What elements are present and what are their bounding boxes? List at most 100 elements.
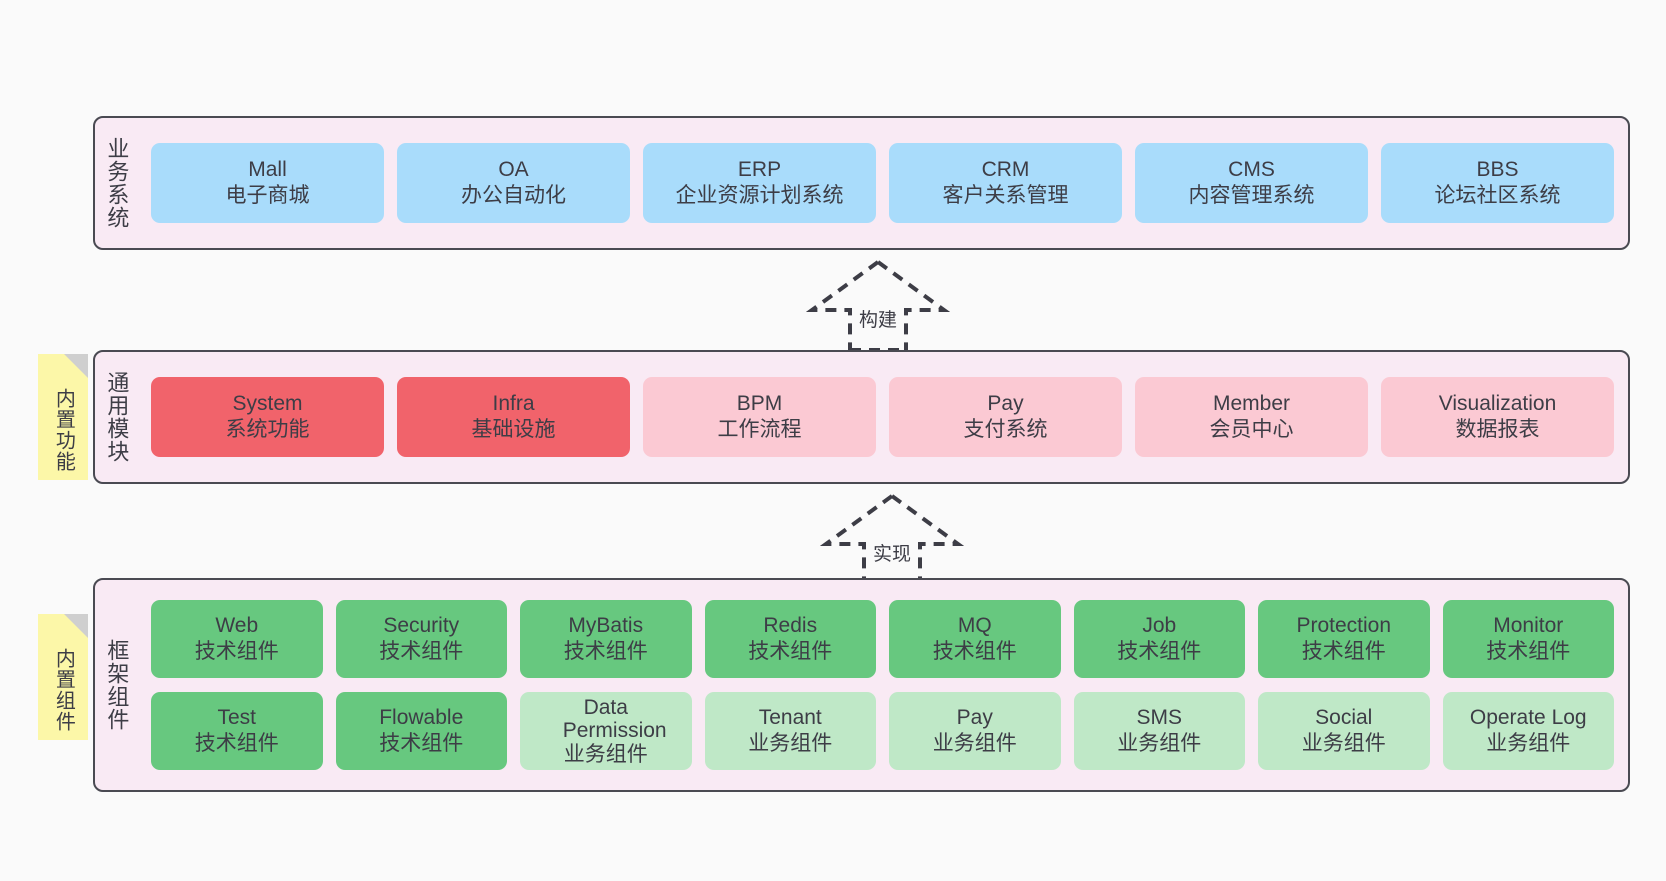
card-tenant[interactable]: Tenant 业务组件 — [704, 692, 876, 770]
card-title-en: OA — [498, 158, 529, 182]
sticky-fold-corner-icon — [64, 354, 88, 378]
sticky-note-label: 内置组件 — [52, 648, 75, 732]
card-title-en: MyBatis — [568, 614, 644, 638]
layer-business-systems: 业务系统 Mall 电子商城 OA 办公自动化 ERP 企业资源计划系统 CRM… — [93, 116, 1630, 250]
card-title-en: Tenant — [758, 706, 822, 730]
sticky-note-builtin-components: 内置组件 — [38, 614, 88, 740]
card-title-en: MQ — [957, 614, 992, 638]
card-bpm[interactable]: BPM 工作流程 — [643, 377, 876, 457]
card-title-cn: 论坛社区系统 — [1434, 184, 1561, 207]
layer-label-common-modules: 通用模块 — [104, 371, 130, 463]
layer-body-framework-components: Web 技术组件 Security 技术组件 MyBatis 技术组件 Redi… — [137, 580, 1628, 790]
card-mybatis[interactable]: MyBatis 技术组件 — [520, 600, 692, 678]
card-title-cn: 支付系统 — [963, 418, 1048, 441]
card-title-cn: 系统功能 — [225, 418, 310, 441]
card-title-en: Monitor — [1493, 614, 1564, 638]
card-row: Mall 电子商城 OA 办公自动化 ERP 企业资源计划系统 CRM 客户关系… — [151, 143, 1614, 223]
card-title-cn: 技术组件 — [932, 640, 1017, 663]
card-title-cn: 内容管理系统 — [1188, 184, 1315, 207]
card-protection[interactable]: Protection 技术组件 — [1258, 600, 1430, 678]
card-title-en: Web — [215, 614, 259, 638]
card-monitor[interactable]: Monitor 技术组件 — [1442, 600, 1614, 678]
card-title-en: Pay — [987, 392, 1024, 416]
card-title-en: Infra — [492, 392, 535, 416]
card-title-en: Data Permission — [562, 696, 667, 743]
sticky-note-builtin-features: 内置功能 — [38, 354, 88, 480]
card-title-en: Test — [217, 706, 256, 730]
layer-body-business-systems: Mall 电子商城 OA 办公自动化 ERP 企业资源计划系统 CRM 客户关系… — [137, 118, 1628, 248]
card-row: Test 技术组件 Flowable 技术组件 Data Permission … — [151, 692, 1614, 770]
card-title-en: Pay — [956, 706, 993, 730]
card-title-cn: 业务组件 — [1117, 732, 1202, 755]
card-title-en: Protection — [1296, 614, 1392, 638]
card-system[interactable]: System 系统功能 — [151, 377, 384, 457]
card-title-cn: 工作流程 — [717, 418, 802, 441]
card-sms[interactable]: SMS 业务组件 — [1073, 692, 1245, 770]
sticky-note-label: 内置功能 — [52, 388, 75, 472]
connector-build: 构建 — [798, 258, 958, 352]
card-title-cn: 业务组件 — [932, 732, 1017, 755]
card-pay-module[interactable]: Pay 支付系统 — [889, 377, 1122, 457]
layer-framework-components: 框架组件 Web 技术组件 Security 技术组件 MyBatis 技术组件… — [93, 578, 1630, 792]
card-title-en: System — [232, 392, 303, 416]
card-title-cn: 客户关系管理 — [942, 184, 1069, 207]
card-title-en: Social — [1315, 706, 1373, 730]
card-row: System 系统功能 Infra 基础设施 BPM 工作流程 Pay 支付系统… — [151, 377, 1614, 457]
card-title-cn: 技术组件 — [194, 640, 279, 663]
connector-label-implement: 实现 — [870, 539, 914, 566]
card-social[interactable]: Social 业务组件 — [1258, 692, 1430, 770]
card-oa[interactable]: OA 办公自动化 — [397, 143, 630, 223]
card-title-cn: 业务组件 — [1486, 732, 1571, 755]
card-erp[interactable]: ERP 企业资源计划系统 — [643, 143, 876, 223]
card-title-en: CMS — [1228, 158, 1275, 182]
card-title-cn: 业务组件 — [563, 742, 648, 766]
card-title-cn: 业务组件 — [748, 732, 833, 755]
card-title-en: SMS — [1136, 706, 1182, 730]
card-title-en: BPM — [736, 392, 783, 416]
card-row: Web 技术组件 Security 技术组件 MyBatis 技术组件 Redi… — [151, 600, 1614, 678]
card-title-en: Operate Log — [1469, 706, 1587, 730]
card-infra[interactable]: Infra 基础设施 — [397, 377, 630, 457]
layer-body-common-modules: System 系统功能 Infra 基础设施 BPM 工作流程 Pay 支付系统… — [137, 352, 1628, 482]
card-mq[interactable]: MQ 技术组件 — [889, 600, 1061, 678]
card-title-en: CRM — [981, 158, 1030, 182]
card-member[interactable]: Member 会员中心 — [1135, 377, 1368, 457]
sticky-fold-corner-icon — [64, 614, 88, 638]
card-title-cn: 技术组件 — [748, 640, 833, 663]
card-title-cn: 业务组件 — [1301, 732, 1386, 755]
layer-common-modules: 通用模块 System 系统功能 Infra 基础设施 BPM 工作流程 Pay… — [93, 350, 1630, 484]
card-title-cn: 技术组件 — [194, 732, 279, 755]
card-crm[interactable]: CRM 客户关系管理 — [889, 143, 1122, 223]
card-title-cn: 会员中心 — [1209, 418, 1294, 441]
card-title-en: Security — [383, 614, 460, 638]
card-title-en: Mall — [248, 158, 287, 182]
card-title-en: Redis — [763, 614, 818, 638]
card-security[interactable]: Security 技术组件 — [335, 600, 507, 678]
card-title-cn: 技术组件 — [379, 640, 464, 663]
card-title-cn: 技术组件 — [1301, 640, 1386, 663]
card-flowable[interactable]: Flowable 技术组件 — [335, 692, 507, 770]
card-mall[interactable]: Mall 电子商城 — [151, 143, 384, 223]
card-title-en: Visualization — [1438, 392, 1557, 416]
card-pay-component[interactable]: Pay 业务组件 — [889, 692, 1061, 770]
card-title-en: Flowable — [379, 706, 464, 730]
layer-label-business-systems: 业务系统 — [104, 137, 130, 229]
card-title-cn: 办公自动化 — [461, 184, 566, 207]
card-job[interactable]: Job 技术组件 — [1073, 600, 1245, 678]
card-operate-log[interactable]: Operate Log 业务组件 — [1442, 692, 1614, 770]
card-title-cn: 技术组件 — [563, 640, 648, 663]
card-title-cn: 技术组件 — [1486, 640, 1571, 663]
card-cms[interactable]: CMS 内容管理系统 — [1135, 143, 1368, 223]
card-test[interactable]: Test 技术组件 — [151, 692, 323, 770]
card-title-en: Job — [1142, 614, 1177, 638]
layer-label-framework-components: 框架组件 — [104, 639, 130, 731]
card-web[interactable]: Web 技术组件 — [151, 600, 323, 678]
card-data-permission[interactable]: Data Permission 业务组件 — [520, 692, 692, 770]
card-visualization[interactable]: Visualization 数据报表 — [1381, 377, 1614, 457]
card-title-cn: 技术组件 — [1117, 640, 1202, 663]
card-title-en: Member — [1212, 392, 1291, 416]
card-title-en: ERP — [737, 158, 782, 182]
card-redis[interactable]: Redis 技术组件 — [704, 600, 876, 678]
card-bbs[interactable]: BBS 论坛社区系统 — [1381, 143, 1614, 223]
connector-label-build: 构建 — [856, 305, 900, 332]
